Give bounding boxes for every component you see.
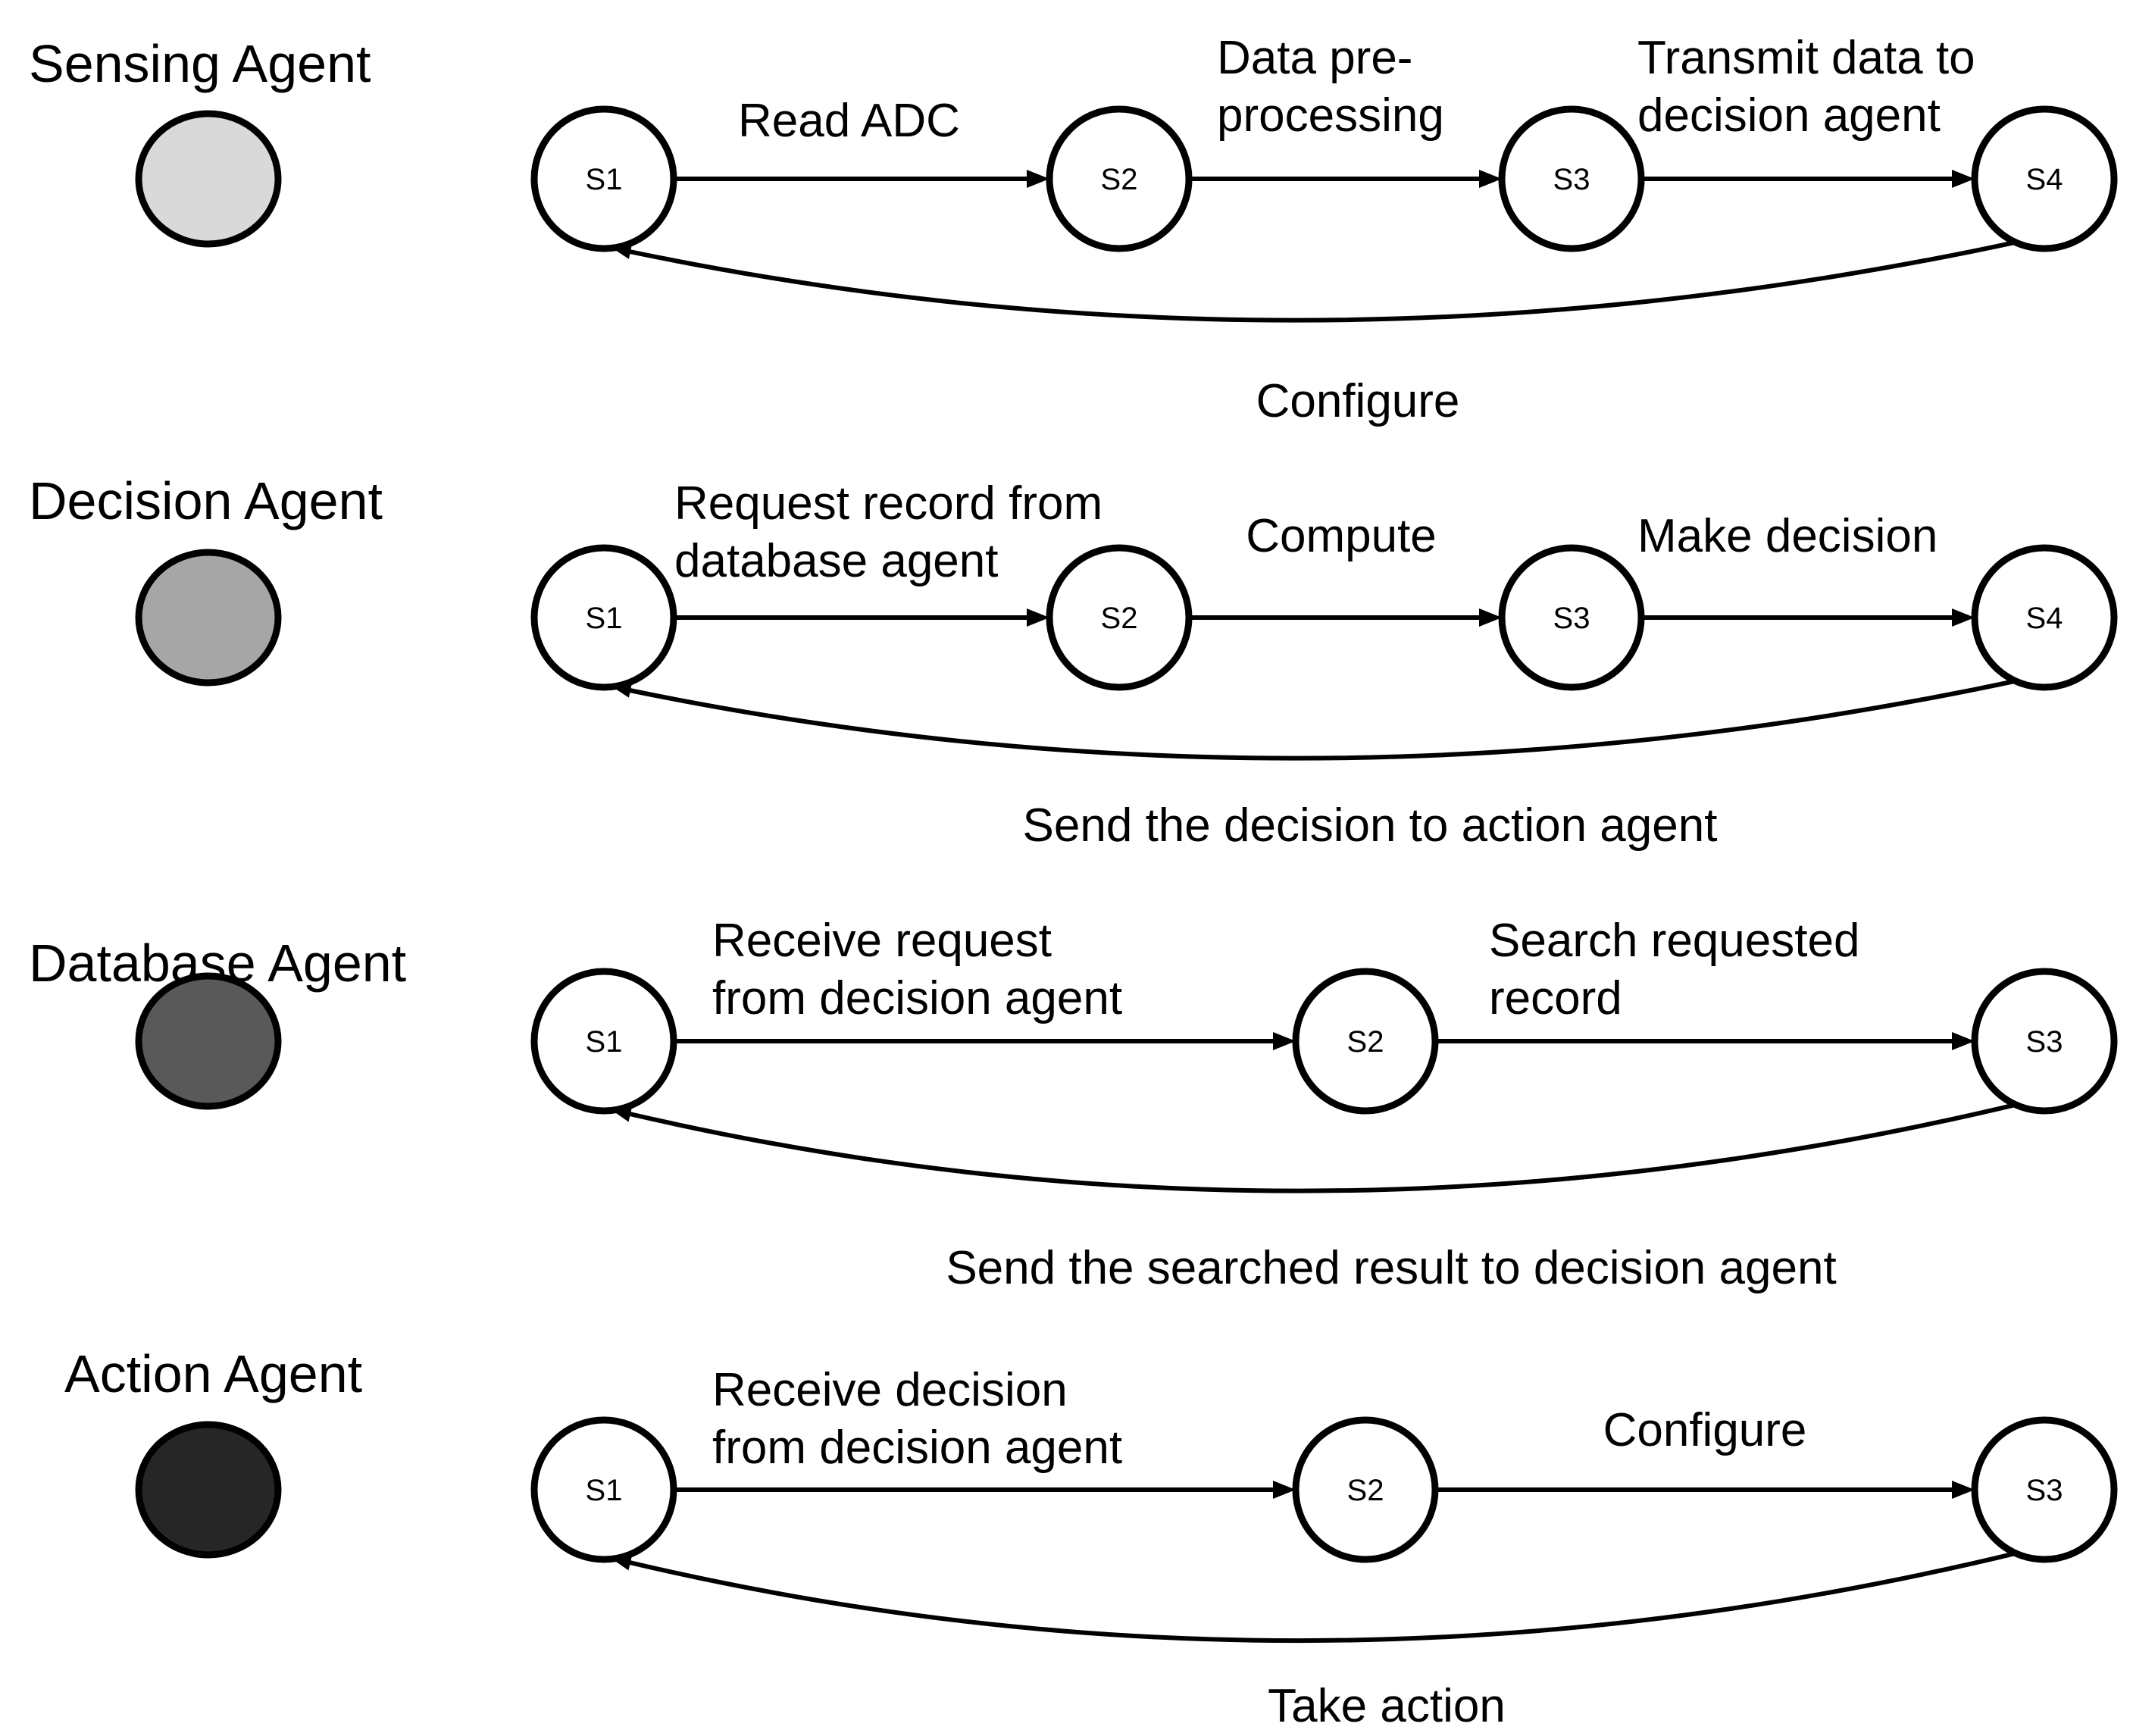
transition-label: Compute — [1246, 510, 1437, 562]
transition-label: Configure — [1603, 1404, 1807, 1456]
return-label: Send the decision to action agent — [1023, 799, 1718, 852]
transition-label: Search requested — [1489, 915, 1859, 967]
transition-label: Request record from — [674, 477, 1102, 530]
state-label: S2 — [1101, 602, 1138, 635]
return-label: Send the searched result to decision age… — [946, 1242, 1836, 1294]
state-node — [1971, 1416, 2118, 1563]
transition-label: Read ADC — [738, 95, 960, 147]
transition-label: processing — [1217, 89, 1444, 142]
state-label: S2 — [1347, 1025, 1384, 1059]
transition-arrowhead — [1952, 1481, 1975, 1499]
state-node — [1971, 544, 2118, 691]
transition-label: from decision agent — [712, 1422, 1122, 1474]
transition-arrowhead — [1479, 170, 1502, 188]
agent-row-3: Action Agent Receive decision from decisio… — [64, 1344, 2118, 1732]
state-node — [530, 1416, 677, 1563]
state-node — [530, 968, 677, 1115]
state-label: S1 — [586, 602, 623, 635]
return-arrow — [629, 677, 2022, 761]
state-label: S4 — [2026, 163, 2063, 196]
transition-label: Make decision — [1637, 510, 1938, 562]
state-node — [1046, 544, 1193, 691]
agent-row-1: Decision Agent Request record fromdatabas… — [29, 471, 2118, 852]
transition-label: Data pre- — [1217, 32, 1412, 84]
state-node — [1046, 105, 1193, 252]
return-label: Configure — [1256, 375, 1460, 427]
state-node — [1498, 544, 1645, 691]
transition-arrowhead — [1479, 608, 1502, 627]
transition-arrowhead — [1027, 608, 1049, 627]
agent-title: Action Agent — [64, 1344, 362, 1403]
state-node — [1971, 105, 2118, 252]
return-arrow — [629, 239, 2022, 323]
agent-token — [135, 549, 282, 687]
transition-label: record — [1489, 972, 1622, 1024]
transition-arrowhead — [1273, 1032, 1296, 1050]
state-label: S2 — [1101, 163, 1138, 196]
transition-label: database agent — [674, 535, 999, 587]
transition-arrowhead — [1952, 1032, 1975, 1050]
state-node — [530, 544, 677, 691]
transition-label: from decision agent — [712, 972, 1122, 1024]
state-label: S3 — [2026, 1025, 2063, 1059]
agent-title: Sensing Agent — [29, 34, 371, 93]
transition-label: Receive decision — [712, 1364, 1068, 1416]
state-label: S3 — [1553, 602, 1590, 635]
return-label: Take action — [1268, 1680, 1506, 1732]
transition-label: Transmit data to — [1637, 32, 1975, 84]
transition-arrowhead — [1952, 608, 1975, 627]
transition-label: decision agent — [1637, 89, 1941, 142]
state-label: S3 — [2026, 1474, 2063, 1507]
agent-token — [135, 110, 282, 248]
transition-arrowhead — [1952, 170, 1975, 188]
agent-token — [135, 1421, 282, 1559]
state-label: S1 — [586, 1025, 623, 1059]
state-label: S2 — [1347, 1474, 1384, 1507]
state-label: S1 — [586, 163, 623, 196]
agent-title: Decision Agent — [29, 471, 383, 530]
return-arrow — [629, 1101, 2022, 1193]
state-label: S3 — [1553, 163, 1590, 196]
return-arrow — [629, 1550, 2022, 1644]
state-node — [530, 105, 677, 252]
agent-token — [135, 972, 282, 1110]
state-node — [1292, 968, 1439, 1115]
transition-arrowhead — [1027, 170, 1049, 188]
state-label: S1 — [586, 1474, 623, 1507]
transition-arrowhead — [1273, 1481, 1296, 1499]
state-node — [1292, 1416, 1439, 1563]
state-node — [1498, 105, 1645, 252]
state-node — [1971, 968, 2118, 1115]
state-label: S4 — [2026, 602, 2063, 635]
transition-label: Receive request — [712, 915, 1052, 967]
